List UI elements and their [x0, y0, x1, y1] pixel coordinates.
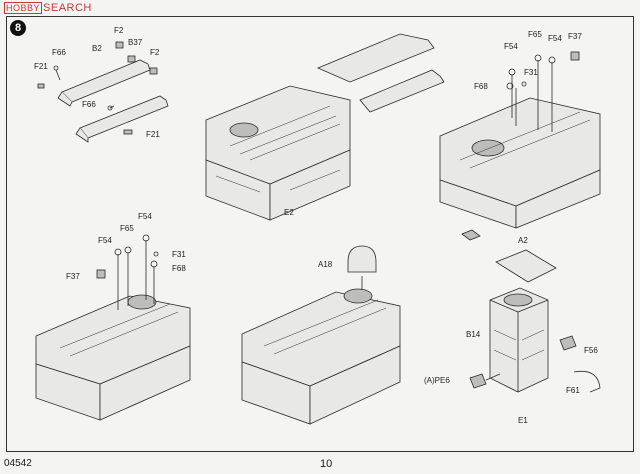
part-label-f21-b: F21 — [146, 130, 160, 139]
part-label-f54-b: F54 — [504, 42, 518, 51]
part-label-f31: F31 — [524, 68, 538, 77]
hull-e2 — [205, 33, 445, 221]
part-label-e2: E2 — [284, 208, 294, 217]
part-label-b37: B37 — [128, 38, 143, 47]
page-number: 10 — [320, 458, 333, 470]
part-label-b2: B2 — [92, 44, 102, 53]
part-label-f66-b: F66 — [82, 100, 96, 109]
hull-bottom-left — [35, 234, 191, 421]
part-label-f31-b: F31 — [172, 250, 186, 259]
part-label-f54: F54 — [548, 34, 562, 43]
part-label-f2: F2 — [114, 26, 124, 35]
part-label-b14: B14 — [466, 330, 481, 339]
part-label-f56: F56 — [584, 346, 598, 355]
part-label-f54-d: F54 — [98, 236, 112, 245]
part-label-f21: F21 — [34, 62, 48, 71]
part-label-f61: F61 — [566, 386, 580, 395]
part-label-f2-b: F2 — [150, 48, 160, 57]
part-label-f68: F68 — [474, 82, 488, 91]
watermark-logo: HOBBY — [4, 2, 43, 14]
part-label-f65: F65 — [528, 30, 542, 39]
hull-fitted-right — [439, 51, 601, 241]
step-number-badge: 8 — [10, 20, 26, 36]
kit-code: 04542 — [4, 458, 32, 469]
part-label-a18: A18 — [318, 260, 333, 269]
hull-bottom-middle — [241, 245, 401, 425]
part-label-e1: E1 — [518, 416, 528, 425]
part-label-a2: A2 — [518, 236, 528, 245]
part-label-f68-b: F68 — [172, 264, 186, 273]
block-e1 — [469, 249, 601, 393]
part-label-f37-b: F37 — [66, 272, 80, 281]
part-label-f54-c: F54 — [138, 212, 152, 221]
instruction-frame — [6, 16, 634, 452]
rail-subassembly — [37, 41, 169, 143]
part-label-f65-b: F65 — [120, 224, 134, 233]
part-label-f66: F66 — [52, 48, 66, 57]
part-label-ape6: (A)PE6 — [424, 376, 450, 385]
part-label-f37: F37 — [568, 32, 582, 41]
watermark-text: SEARCH — [43, 2, 92, 14]
